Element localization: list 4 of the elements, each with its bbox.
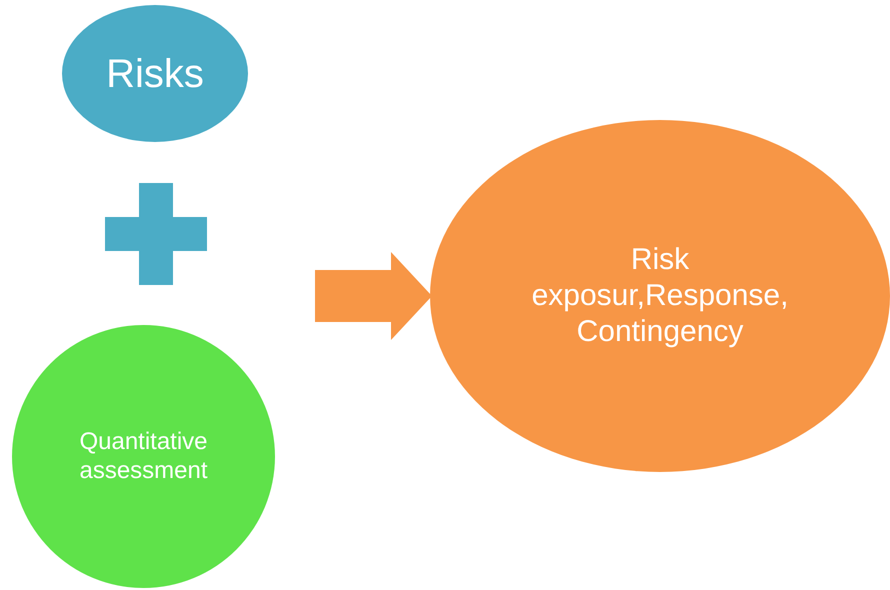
block-arrow xyxy=(315,252,432,340)
node-label: Risk exposur,Response, Contingency xyxy=(530,242,790,350)
node-label: Risks xyxy=(105,50,205,98)
node-label: Quantitative assessment xyxy=(78,428,209,486)
